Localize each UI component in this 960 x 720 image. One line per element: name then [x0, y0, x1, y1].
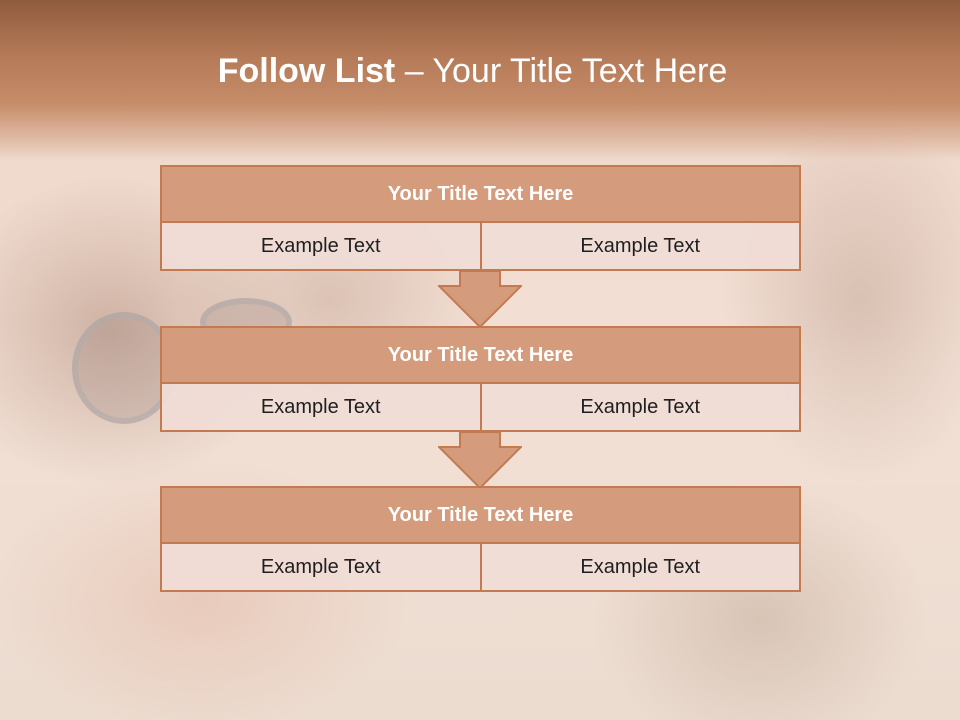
header-band: [0, 0, 960, 160]
block-cell-right: Example Text: [481, 544, 799, 590]
block-title: Your Title Text Here: [162, 167, 799, 223]
block-title: Your Title Text Here: [162, 488, 799, 544]
block-cell-left: Example Text: [162, 384, 482, 430]
slide-title: Follow List – Your Title Text Here: [0, 52, 945, 91]
block-cell-right: Example Text: [481, 384, 799, 430]
block-row: Example Text Example Text: [162, 384, 799, 430]
list-block-2: Your Title Text Here Example Text Exampl…: [160, 326, 801, 432]
slide-title-rest: – Your Title Text Here: [395, 52, 728, 90]
down-arrow-icon: [438, 431, 522, 489]
list-block-3: Your Title Text Here Example Text Exampl…: [160, 486, 801, 592]
block-row: Example Text Example Text: [162, 223, 799, 269]
block-row: Example Text Example Text: [162, 544, 799, 590]
block-cell-right: Example Text: [481, 223, 799, 269]
block-cell-left: Example Text: [162, 223, 482, 269]
down-arrow-icon: [438, 270, 522, 328]
block-cell-left: Example Text: [162, 544, 482, 590]
block-title: Your Title Text Here: [162, 328, 799, 384]
slide-title-bold: Follow List: [217, 52, 396, 90]
list-block-1: Your Title Text Here Example Text Exampl…: [160, 165, 801, 271]
